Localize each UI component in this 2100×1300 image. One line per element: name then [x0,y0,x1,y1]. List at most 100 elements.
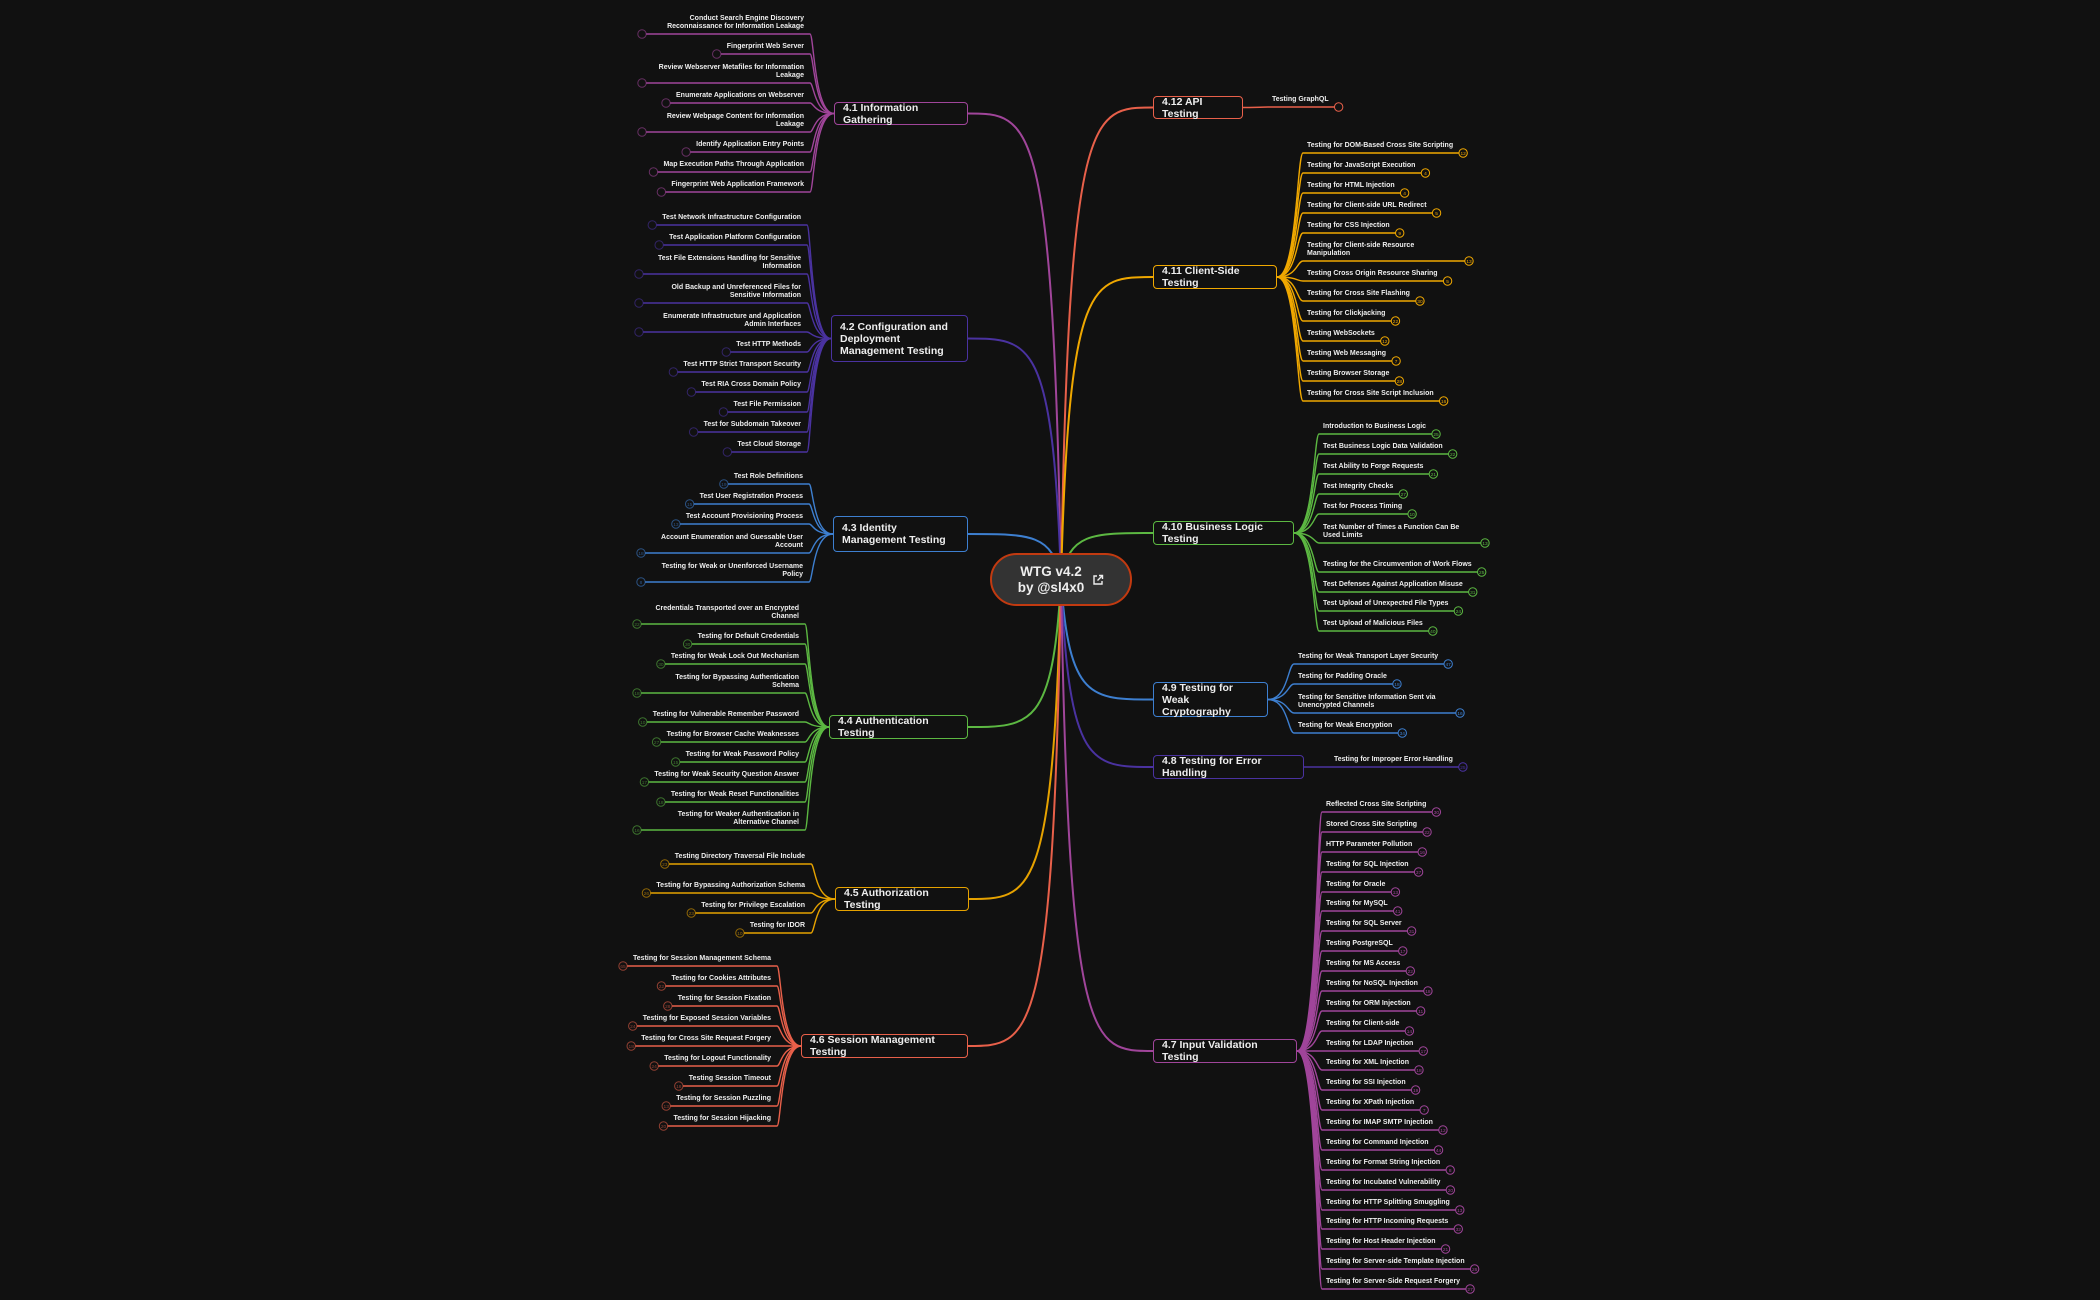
topic-item[interactable]: Testing for Weaker Authentication in Alt… [677,810,799,827]
count-badge[interactable] [686,387,697,397]
topic-item[interactable]: Test Number of Times a Function Can Be U… [1323,523,1460,540]
topic-item[interactable]: Testing for MySQL [1326,900,1388,908]
topic-item[interactable]: Testing for HTTP Incoming Requests [1326,1218,1449,1226]
count-badge[interactable] [686,908,696,918]
topic-item[interactable]: Testing for Weak Password Policy [685,751,799,759]
branch-node-4-6[interactable]: 4.6 Session Management Testing [801,1034,968,1058]
topic-item[interactable]: Testing for XML Injection [1326,1059,1409,1067]
topic-item[interactable]: Test Account Provisioning Process [685,513,803,521]
count-badge[interactable] [660,859,670,869]
topic-item[interactable]: Stored Cross Site Scripting [1326,821,1418,829]
topic-item[interactable]: Enumerate Applications on Webserver [676,92,804,100]
count-badge[interactable] [1404,1026,1415,1036]
topic-item[interactable]: Testing for Bypassing Authorization Sche… [656,882,805,890]
count-badge[interactable] [712,49,722,59]
topic-item[interactable]: Conduct Search Engine Discovery Reconnai… [667,14,804,31]
topic-item[interactable]: Testing for Default Credentials [697,633,799,641]
topic-item[interactable]: Testing for Sensitive Information Sent v… [1298,693,1436,710]
count-badge[interactable] [663,1001,673,1011]
topic-item[interactable]: Credentials Transported over an Encrypte… [655,604,799,621]
branch-node-4-5[interactable]: 4.5 Authorization Testing [835,887,969,911]
topic-item[interactable]: Testing for HTTP Splitting Smuggling [1326,1199,1450,1207]
topic-item[interactable]: Testing for XPath Injection [1326,1099,1415,1107]
count-badge[interactable] [637,127,647,137]
count-badge[interactable] [1390,887,1401,897]
count-badge[interactable] [632,688,642,698]
branch-node-4-8[interactable]: 4.8 Testing for Error Handling [1153,755,1304,779]
topic-item[interactable]: Test Network Infrastructure Configuratio… [662,214,801,222]
topic-item[interactable]: Testing for Cross Site Flashing [1307,290,1410,298]
count-badge[interactable] [634,327,644,337]
count-badge[interactable] [1453,1224,1463,1234]
topic-item[interactable]: Testing Browser Storage [1307,370,1390,378]
branch-node-4-10[interactable]: 4.10 Business Logic Testing [1153,521,1294,545]
count-badge[interactable] [656,659,666,669]
topic-item[interactable]: Test File Extensions Handling for Sensit… [657,254,801,271]
topic-item[interactable]: Test Cloud Storage [737,441,801,449]
count-badge[interactable] [1418,1046,1428,1056]
topic-item[interactable]: Account Enumeration and Guessable User A… [661,533,803,550]
topic-item[interactable]: Old Backup and Unreferenced Files for Se… [671,283,801,300]
count-badge[interactable] [639,777,650,787]
topic-item[interactable]: Testing for Cross Site Request Forgery [641,1035,771,1043]
topic-item[interactable]: Testing PostgreSQL [1326,940,1393,948]
count-badge[interactable] [637,29,647,39]
topic-item[interactable]: Test Defenses Against Application Misuse [1323,581,1463,589]
count-badge[interactable] [719,479,729,489]
count-badge[interactable] [1445,1165,1455,1175]
count-badge[interactable] [1393,906,1403,916]
topic-item[interactable]: Testing for Client-side [1326,1020,1400,1028]
topic-item[interactable]: Test Business Logic Data Validation [1323,443,1443,451]
topic-item[interactable]: Reflected Cross Site Scripting [1326,801,1427,809]
topic-item[interactable]: Testing for SQL Server [1326,920,1402,928]
topic-item[interactable]: Testing for Improper Error Handling [1334,756,1453,764]
count-badge[interactable] [658,1121,669,1131]
count-badge[interactable] [649,1061,659,1071]
count-badge[interactable] [1417,847,1427,857]
branch-node-4-12[interactable]: 4.12 API Testing [1153,96,1243,120]
count-badge[interactable] [681,147,691,157]
topic-item[interactable]: Testing for IMAP SMTP Injection [1326,1119,1433,1127]
count-badge[interactable] [1420,168,1431,178]
count-badge[interactable] [1428,626,1438,636]
topic-item[interactable]: Testing WebSockets [1307,330,1375,338]
topic-item[interactable]: Testing for Session Puzzling [676,1095,771,1103]
count-badge[interactable] [1415,296,1425,306]
count-badge[interactable] [1410,1085,1421,1095]
count-badge[interactable] [722,447,733,457]
count-badge[interactable] [1423,986,1433,996]
count-badge[interactable] [1419,1105,1429,1115]
topic-item[interactable]: Testing for Client-side Resource Manipul… [1307,241,1415,258]
topic-item[interactable]: Testing for Clickjacking [1307,310,1386,318]
count-badge[interactable] [626,1041,636,1051]
topic-item[interactable]: Test for Subdomain Takeover [703,421,801,429]
topic-item[interactable]: Testing for Vulnerable Remember Password [652,711,799,719]
topic-item[interactable]: Testing for Host Header Injection [1326,1238,1436,1246]
count-badge[interactable] [1398,489,1408,499]
count-badge[interactable] [1468,587,1478,597]
count-badge[interactable] [1406,926,1417,936]
topic-item[interactable]: Testing for Privilege Escalation [701,902,805,910]
topic-item[interactable]: Testing for Cross Site Script Inclusion [1307,390,1434,398]
count-badge[interactable] [1431,429,1441,439]
count-badge[interactable] [1414,1065,1424,1075]
topic-item[interactable]: Testing for Format String Injection [1326,1159,1441,1167]
count-badge[interactable] [668,367,679,377]
topic-item[interactable]: Test for Process Timing [1323,503,1403,511]
count-badge[interactable] [1413,867,1424,877]
topic-item[interactable]: Test RIA Cross Domain Policy [701,381,801,389]
topic-item[interactable]: Testing for Command Injection [1326,1139,1429,1147]
count-badge[interactable] [1407,509,1417,519]
count-badge[interactable] [670,757,681,767]
branch-node-4-11[interactable]: 4.11 Client-Side Testing [1153,265,1277,289]
topic-item[interactable]: Test Upload of Malicious Files [1323,620,1423,628]
count-badge[interactable] [1433,1145,1444,1155]
count-badge[interactable] [1415,1006,1426,1016]
topic-item[interactable]: Testing for IDOR [749,922,805,930]
topic-item[interactable]: Testing Web Messaging [1307,350,1387,358]
count-badge[interactable] [1469,1264,1480,1274]
count-badge[interactable] [654,240,664,250]
count-badge[interactable] [1458,148,1468,158]
count-badge[interactable] [656,981,667,991]
count-badge[interactable] [1390,316,1401,326]
